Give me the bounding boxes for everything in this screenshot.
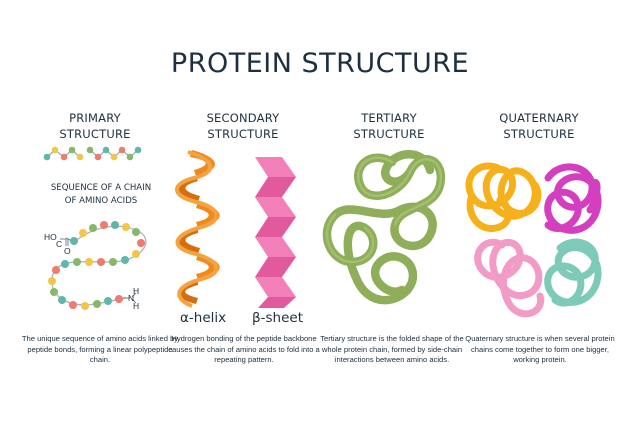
alpha-helix-shape bbox=[175, 150, 220, 308]
tertiary-heading: TERTIARY STRUCTURE bbox=[314, 110, 464, 142]
chem-label-c: C bbox=[56, 239, 63, 249]
tertiary-heading-line2: STRUCTURE bbox=[353, 127, 425, 141]
quaternary-heading: QUATERNARY STRUCTURE bbox=[464, 110, 614, 142]
chem-label-n: N bbox=[128, 293, 135, 303]
secondary-heading-line1: SECONDARY bbox=[206, 111, 280, 125]
chem-label-ho: HO bbox=[44, 232, 57, 242]
primary-heading-line1: PRIMARY bbox=[69, 111, 121, 125]
chem-label-h2: H bbox=[133, 301, 140, 311]
chem-label-h1: H bbox=[133, 286, 140, 296]
quaternary-teal-chain bbox=[544, 238, 602, 307]
primary-heading-line2: STRUCTURE bbox=[59, 127, 131, 141]
primary-subheading-line2: OF AMINO ACIDS bbox=[64, 196, 138, 206]
chem-label-o: O bbox=[64, 246, 71, 256]
quaternary-pink-chain bbox=[474, 239, 545, 318]
tertiary-caption: Tertiary structure is the folded shape o… bbox=[320, 334, 464, 364]
primary-zigzag-chains bbox=[43, 146, 142, 161]
primary-subheading-line1: SEQUENCE OF A CHAIN bbox=[50, 183, 152, 193]
alpha-helix-label: α-helix bbox=[180, 310, 227, 326]
secondary-caption: Hydrogen bonding of the peptide backbone… bbox=[168, 334, 320, 364]
tertiary-heading-line1: TERTIARY bbox=[361, 111, 417, 125]
quaternary-caption: Quaternary structure is when several pro… bbox=[465, 334, 615, 364]
quaternary-heading-line1: QUATERNARY bbox=[499, 111, 579, 125]
beta-sheet-label: β-sheet bbox=[252, 310, 303, 326]
tertiary-folded-chain bbox=[322, 150, 446, 305]
secondary-heading-line2: STRUCTURE bbox=[207, 127, 279, 141]
tertiary-folded-chain-highlight bbox=[325, 156, 443, 264]
page-title: PROTEIN STRUCTURE bbox=[170, 48, 470, 79]
quaternary-magenta-chain bbox=[544, 163, 602, 234]
secondary-heading: SECONDARY STRUCTURE bbox=[168, 110, 318, 142]
quaternary-heading-line2: STRUCTURE bbox=[503, 127, 575, 141]
primary-bead-chain bbox=[48, 221, 147, 310]
primary-subheading: SEQUENCE OF A CHAIN OF AMINO ACIDS bbox=[42, 182, 160, 208]
primary-caption: The unique sequence of amino acids linke… bbox=[21, 334, 179, 364]
beta-sheet-shape bbox=[255, 157, 296, 308]
quaternary-yellow-chain bbox=[465, 162, 542, 232]
primary-heading: PRIMARY STRUCTURE bbox=[20, 110, 170, 142]
